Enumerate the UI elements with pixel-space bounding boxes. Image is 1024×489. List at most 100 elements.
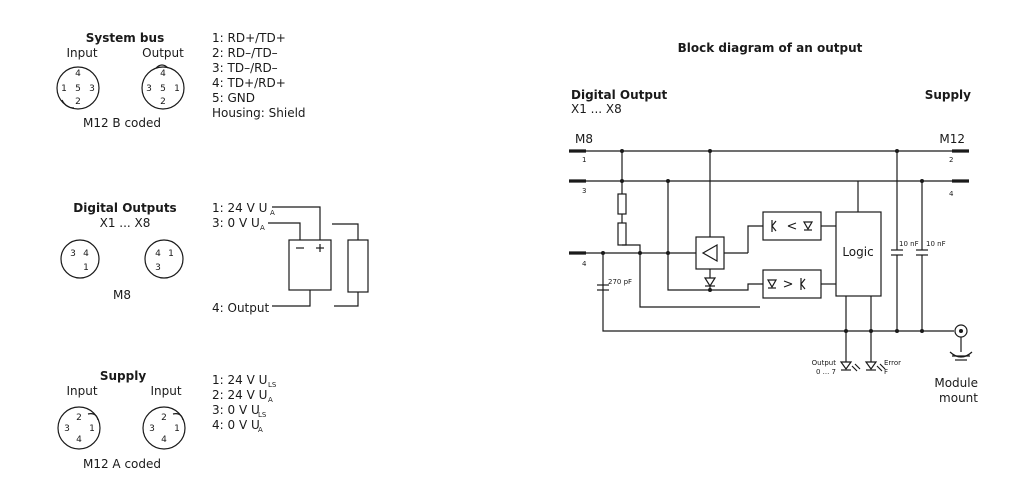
system-bus-output-connector: 4 3 5 1 2	[141, 64, 185, 110]
svg-text:2: 2	[76, 413, 82, 423]
svg-text:5: 5	[160, 84, 166, 94]
svg-text:1: 1	[83, 263, 89, 273]
svg-text:5: GND: 5: GND	[212, 91, 255, 105]
svg-text:5: 5	[75, 84, 81, 94]
optocoupler-top	[762, 211, 836, 241]
svg-text:3: 0 V U: 3: 0 V U	[212, 216, 260, 230]
svg-text:3: 3	[582, 187, 586, 195]
ground-rail	[602, 253, 954, 332]
svg-text:4: 4	[160, 69, 166, 79]
svg-text:A: A	[270, 209, 275, 217]
svg-text:4: 0 V U: 4: 0 V U	[212, 418, 260, 432]
output-load-symbol	[268, 206, 369, 307]
svg-text:1: 24 V U: 1: 24 V U	[212, 373, 267, 387]
svg-text:1: 1	[174, 84, 180, 94]
svg-text:1: 1	[89, 424, 95, 434]
system-bus-output-label: Output	[142, 46, 184, 60]
module-mount-label-2: mount	[939, 391, 978, 405]
svg-text:2: 2	[75, 97, 81, 107]
system-bus-pinout: 1: RD+/TD+ 2: RD–/TD– 3: TD–/RD– 4: TD+/…	[212, 31, 306, 120]
svg-text:1: 1	[168, 249, 174, 259]
svg-text:4: 4	[76, 435, 82, 445]
svg-text:1: 24 V U: 1: 24 V U	[212, 201, 267, 215]
system-bus-title: System bus	[86, 31, 164, 45]
output-led: Output 0 ... 7	[812, 359, 861, 376]
svg-text:2: 2	[949, 156, 953, 164]
system-bus-section: System bus Input Output 4 1 5 3 2 4 3 5 …	[56, 31, 306, 130]
svg-text:1: 1	[174, 424, 180, 434]
module-mount-label-1: Module	[934, 376, 978, 390]
block-diagram-title: Block diagram of an output	[678, 41, 863, 55]
svg-text:3: TD–/RD–: 3: TD–/RD–	[212, 61, 278, 75]
digital-output-heading: Digital Output	[571, 88, 668, 102]
m8-coding: M8	[113, 288, 131, 302]
svg-text:1: 1	[582, 156, 586, 164]
system-bus-coding: M12 B coded	[83, 116, 161, 130]
svg-text:4: 4	[161, 435, 167, 445]
supply-input-label: Input	[66, 384, 97, 398]
block-diagram: Block diagram of an output Digital Outpu…	[569, 41, 978, 405]
system-bus-input-connector: 4 1 5 3 2	[56, 66, 100, 110]
svg-text:A: A	[260, 224, 265, 232]
svg-text:2: 24 V U: 2: 24 V U	[212, 388, 267, 402]
supply-input2-label: Input	[150, 384, 181, 398]
svg-text:4: 4	[75, 69, 81, 79]
m8-connector-left: 3 4 1	[60, 239, 100, 279]
module-mount-ground-icon	[949, 324, 973, 361]
svg-text:1: 1	[61, 84, 67, 94]
supply-pinout: 1: 24 V U LS 2: 24 V U A 3: 0 V U LS 4: …	[212, 373, 277, 434]
svg-text:1: RD+/TD+: 1: RD+/TD+	[212, 31, 286, 45]
svg-text:3: 3	[155, 263, 161, 273]
svg-text:3: 3	[89, 84, 95, 94]
svg-text:F: F	[884, 368, 888, 376]
digital-outputs-pinout: 1: 24 V U A 3: 0 V U A 4: Output	[212, 201, 275, 315]
svg-text:4: 4	[582, 260, 587, 268]
svg-text:10 nF: 10 nF	[899, 240, 919, 248]
svg-text:270 pF: 270 pF	[608, 278, 632, 286]
system-bus-input-label: Input	[66, 46, 97, 60]
svg-text:0 ... 7: 0 ... 7	[816, 368, 836, 376]
svg-text:3: 3	[146, 84, 152, 94]
divider-resistors	[617, 151, 760, 308]
svg-text:3: 3	[64, 424, 70, 434]
optocoupler-bottom	[762, 269, 836, 299]
capacitor-10nf-2: 10 nF	[916, 181, 946, 331]
error-led: Error F	[864, 359, 901, 376]
capacitor-10nf-1: 10 nF	[891, 151, 919, 331]
svg-text:Error: Error	[884, 359, 901, 367]
junction-dots	[601, 149, 924, 333]
digital-outputs-title: Digital Outputs	[73, 201, 176, 215]
svg-text:4: TD+/RD+: 4: TD+/RD+	[212, 76, 286, 90]
svg-text:Output: Output	[812, 359, 837, 367]
m12-a-connector-left: 2 3 1 4	[57, 406, 101, 450]
digital-outputs-section: Digital Outputs X1 ... X8 3 4 1 4 1 3 M8…	[60, 201, 369, 315]
svg-text:4: 4	[83, 249, 89, 259]
supply-coding: M12 A coded	[83, 457, 161, 471]
digital-output-subheading: X1 ... X8	[571, 102, 622, 116]
svg-text:4: 4	[155, 249, 161, 259]
m12-a-connector-right: 2 3 1 4	[142, 406, 186, 450]
supply-title: Supply	[100, 369, 146, 383]
svg-text:A: A	[258, 426, 263, 434]
svg-text:2: 2	[161, 413, 167, 423]
supply-section: Supply Input Input 2 3 1 4 2 3 1 4 M12 A…	[57, 369, 277, 471]
svg-text:2: RD–/TD–: 2: RD–/TD–	[212, 46, 278, 60]
digital-outputs-subtitle: X1 ... X8	[100, 216, 151, 230]
svg-text:Housing: Shield: Housing: Shield	[212, 106, 306, 120]
logic-label: Logic	[842, 245, 873, 259]
logic-block: Logic	[835, 181, 882, 362]
svg-text:4: Output: 4: Output	[212, 301, 269, 315]
supply-heading: Supply	[925, 88, 971, 102]
svg-text:LS: LS	[258, 411, 267, 419]
output-driver-amplifier	[667, 151, 763, 291]
svg-text:3: 0 V U: 3: 0 V U	[212, 403, 260, 417]
svg-text:LS: LS	[268, 381, 277, 389]
capacitor-270pf: 270 pF	[597, 278, 632, 291]
svg-text:4: 4	[949, 190, 954, 198]
svg-text:3: 3	[70, 249, 76, 259]
m8-connector-right: 4 1 3	[144, 239, 184, 279]
svg-text:10 nF: 10 nF	[926, 240, 946, 248]
m8-label: M8	[575, 132, 593, 146]
svg-text:A: A	[268, 396, 273, 404]
